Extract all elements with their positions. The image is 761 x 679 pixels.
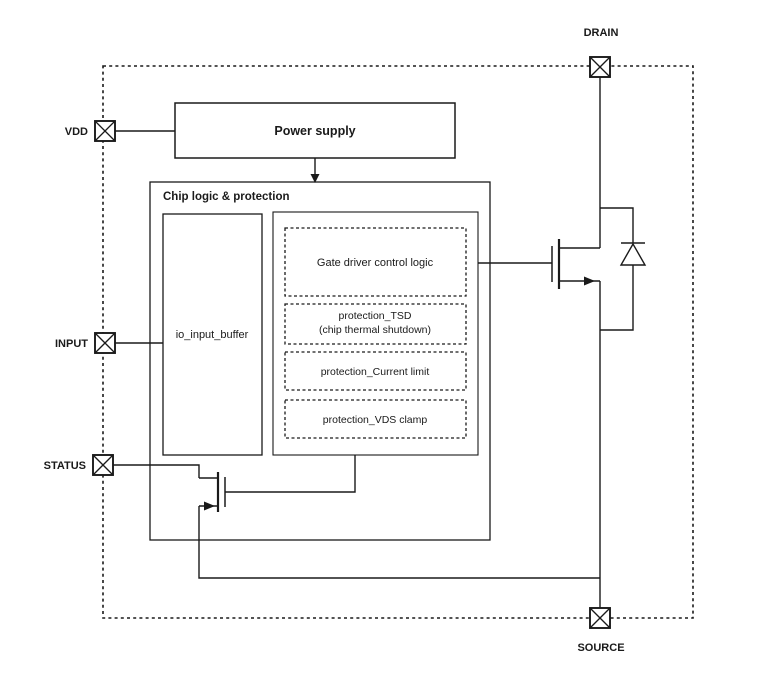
gate-driver-label: Gate driver control logic [317, 257, 434, 269]
source-pin-label: SOURCE [577, 642, 624, 654]
power-supply-box [174, 102, 456, 159]
wire-diode-top [600, 207, 634, 243]
arrowhead-power-to-logic [310, 174, 320, 183]
protection-tsd-box [284, 303, 467, 345]
protection-tsd-label-line2: (chip thermal shutdown) [319, 324, 431, 336]
pin-symbols [92, 56, 611, 629]
chip-logic-label: Chip logic & protection [163, 191, 290, 203]
protection-current-limit-box [284, 351, 467, 391]
protection-container-box [272, 211, 479, 456]
source-pin [589, 607, 611, 629]
io-input-buffer-box [162, 213, 263, 456]
protection-tsd-label-line1: protection_TSD [339, 310, 412, 322]
vdd-pin [94, 120, 116, 142]
gate-driver-box [284, 227, 467, 297]
body-diode-triangle [619, 242, 647, 266]
input-pin-label: INPUT [55, 338, 88, 350]
drain-pin [589, 56, 611, 78]
protection-current-limit-label: protection_Current limit [321, 366, 430, 378]
status-mosfet-symbol [199, 472, 226, 512]
wire-status-gate [225, 455, 356, 493]
input-pin [94, 332, 116, 354]
wires [113, 77, 634, 608]
status-pin [92, 454, 114, 476]
vdd-pin-label: VDD [65, 126, 88, 138]
power-supply-label: Power supply [274, 124, 355, 138]
wire-diode-bottom [600, 265, 634, 331]
wire-status [113, 464, 200, 478]
io-input-buffer-label: io_input_buffer [176, 329, 249, 341]
chip-logic-box [149, 181, 491, 541]
drain-pin-label: DRAIN [584, 27, 619, 39]
body-diode-symbol [619, 242, 647, 266]
status-pin-label: STATUS [44, 460, 86, 472]
wire-status-source-return [198, 506, 600, 579]
status-mosfet-source-arrow [204, 501, 215, 511]
main-mosfet-source-arrow [584, 276, 595, 286]
main-mosfet-symbol [551, 239, 600, 289]
protection-vds-clamp-box [284, 399, 467, 439]
protection-vds-clamp-label: protection_VDS clamp [323, 414, 428, 426]
